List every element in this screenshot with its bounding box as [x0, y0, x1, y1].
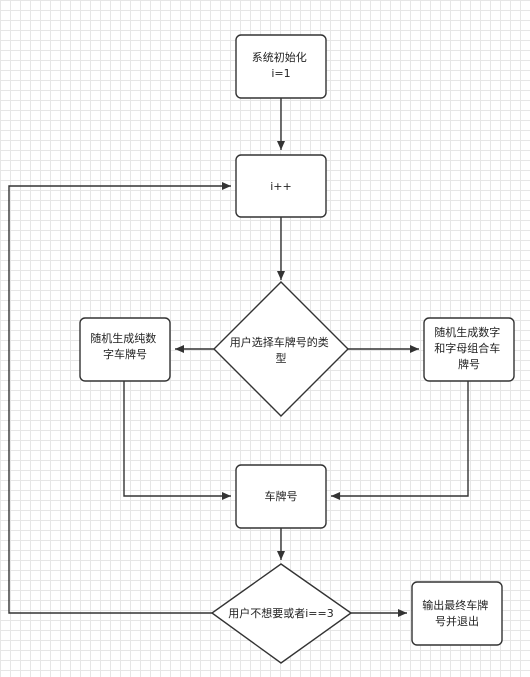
node-random-numeric-label: 随机生成纯数 字车牌号	[90, 331, 160, 361]
node-choose-type-label: 用户选择车牌号的类 型	[230, 335, 333, 365]
node-init-label: 系统初始化 i=1	[252, 50, 311, 80]
node-increment-box	[235, 154, 327, 218]
edge-mixed-to-plate	[331, 381, 469, 500]
node-plate-label: 车牌号	[265, 489, 298, 503]
node-random-mixed-label: 随机生成数字 和字母组合车 牌号	[434, 325, 504, 371]
node-exit-check-diamond	[210, 563, 353, 664]
node-random-numeric-box	[79, 317, 171, 382]
node-plate-box	[235, 464, 327, 529]
node-random-mixed-box	[423, 317, 515, 382]
edge-numeric-to-plate	[123, 381, 231, 500]
node-output-label: 输出最终车牌 号并退出	[422, 598, 492, 628]
node-init-box	[235, 34, 327, 99]
node-increment-label: i++	[270, 180, 292, 193]
node-output-box	[411, 581, 503, 646]
node-exit-check-label: 用户不想要或者i==3	[228, 606, 334, 620]
edge-exit-loop-to-increment	[8, 182, 231, 614]
node-choose-type-diamond	[213, 281, 349, 417]
